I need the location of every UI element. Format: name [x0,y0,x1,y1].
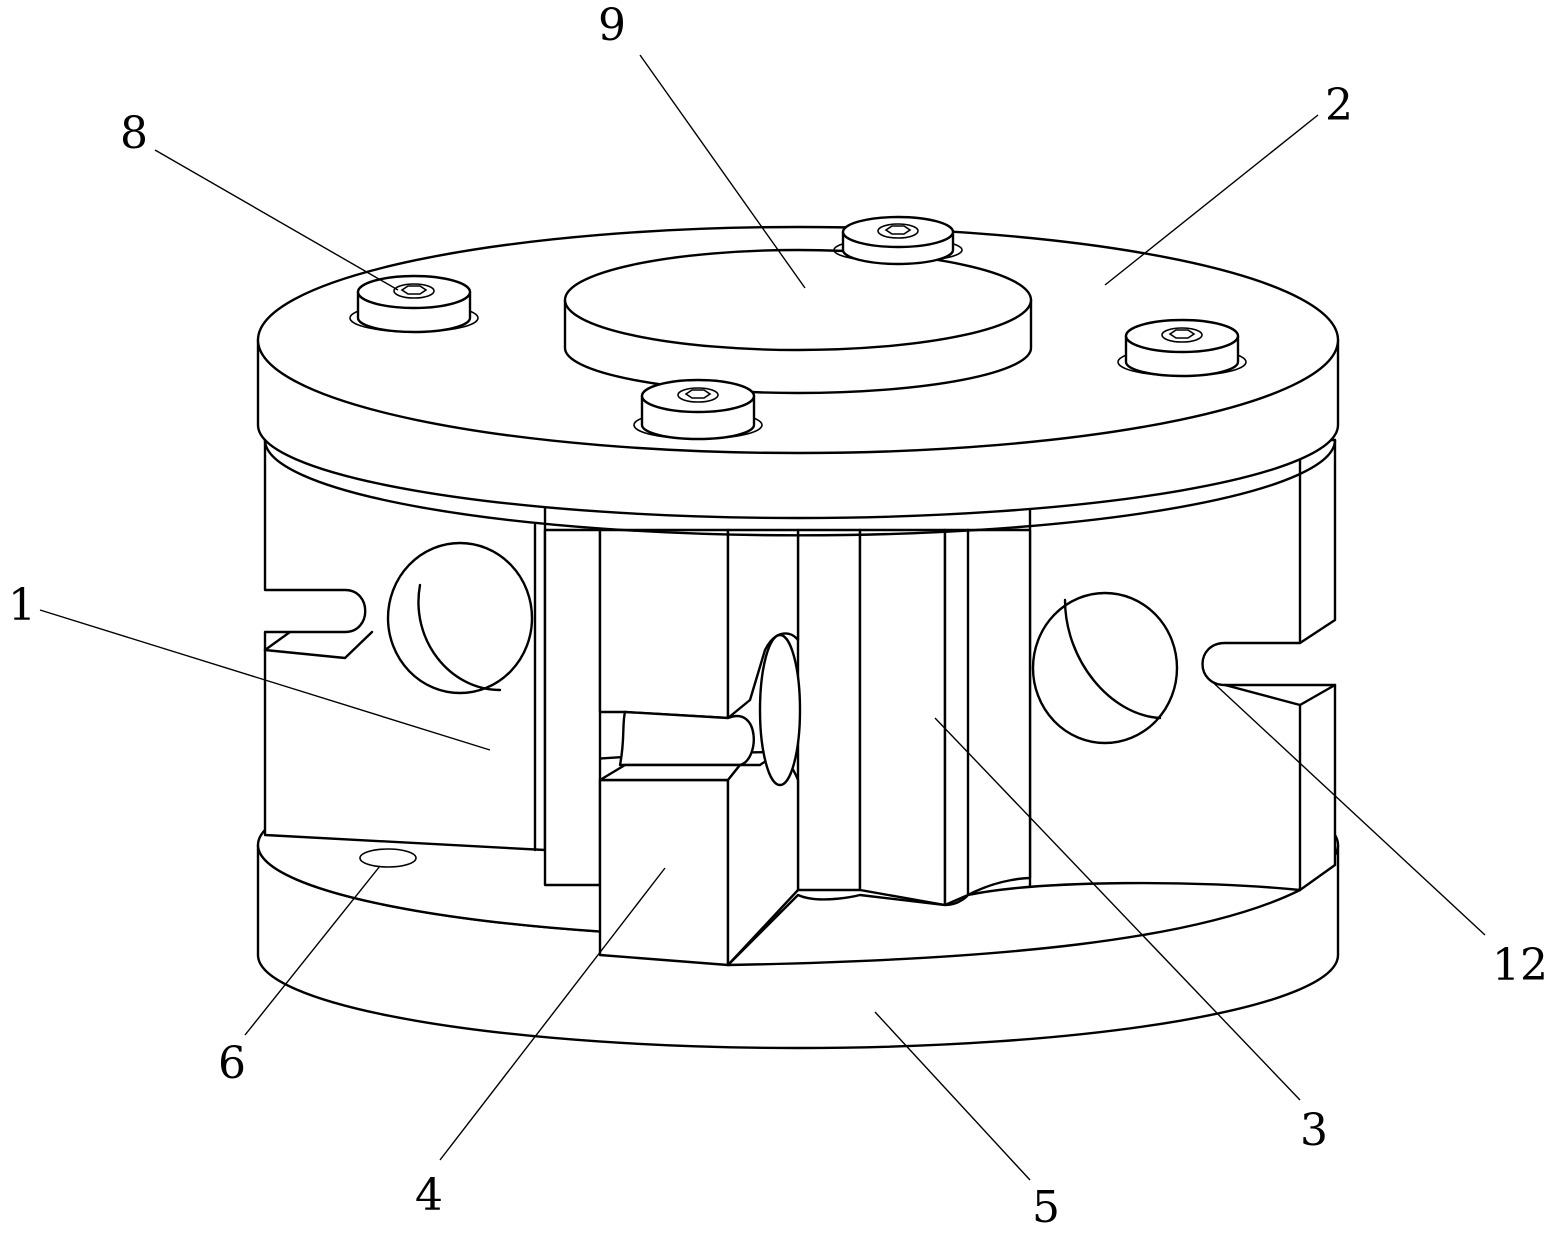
callout-9: 9 [598,0,626,51]
center-boss [563,248,1033,395]
callout-5: 5 [1032,1182,1060,1233]
leader-2 [1104,114,1319,286]
leader-8 [154,149,399,291]
callout-labels: 9 8 2 1 12 6 3 4 5 [8,0,1548,1233]
screw-right [1117,318,1247,378]
callout-8: 8 [120,108,148,159]
leader-9 [639,54,806,289]
screw-front [633,378,763,441]
callout-6: 6 [218,1038,246,1089]
side-hole-left [386,541,534,695]
main-body [263,438,1337,897]
leader-lines [39,54,1486,1181]
callout-3: 3 [1300,1105,1328,1156]
callout-1: 1 [8,580,36,631]
leader-3 [934,717,1301,1101]
rail-hole [758,633,802,787]
callout-12: 12 [1492,940,1548,991]
base-hole-left [359,848,417,868]
side-hole-right [1031,591,1179,745]
screw-back [833,215,963,266]
leader-12 [1204,674,1486,936]
leader-5 [874,1011,1031,1181]
leader-1 [39,609,491,751]
clamp-block [598,528,1302,967]
callout-2: 2 [1325,80,1353,131]
screw-left [349,274,479,334]
leader-6 [244,865,381,1036]
center-rails [533,523,1032,907]
callout-4: 4 [415,1170,443,1221]
leader-4 [439,867,666,1161]
